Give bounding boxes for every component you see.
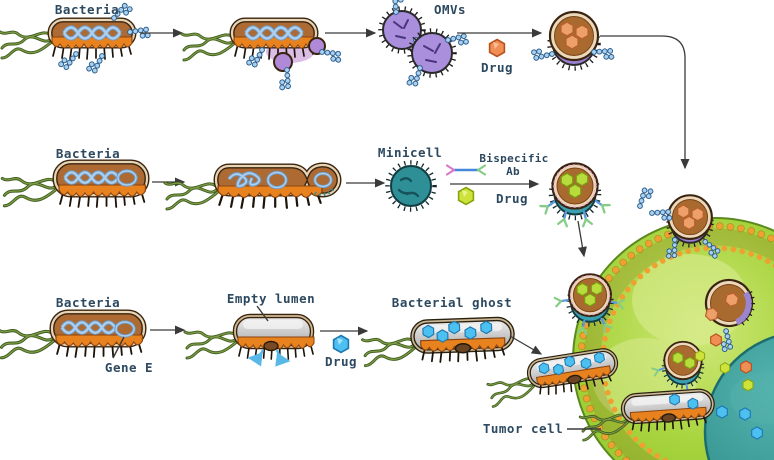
- tumor-cell: [486, 183, 774, 460]
- omv-cluster: [378, 0, 472, 91]
- bacterium-omv-source: [0, 1, 154, 77]
- omv-bud: [273, 52, 293, 72]
- gene-e-pointer: [112, 336, 125, 359]
- minicell: [385, 160, 437, 212]
- omv-membrane-arc: [735, 291, 752, 326]
- internalized-omv: [704, 278, 755, 355]
- route-omv-to-cell: [600, 35, 690, 170]
- loaded-minicell: [539, 162, 611, 228]
- drug-icon-ghost: [332, 334, 350, 354]
- label-omvs: OMVs: [434, 2, 466, 17]
- docked-minicell: [553, 273, 626, 336]
- arrow-ghost-to-cell: [509, 335, 543, 355]
- label-tumor-cell: Tumor cell: [483, 421, 563, 436]
- lysis-tunnel: [263, 340, 279, 352]
- minicell-fringe: [314, 188, 335, 197]
- arrow-minicell-to-cell: [577, 220, 587, 258]
- ghost-pathway: [0, 305, 543, 368]
- label-bacteria-row3: Bacteria: [56, 295, 120, 310]
- label-empty-lumen: Empty lumen: [227, 291, 315, 306]
- label-bacterial-ghost: Bacterial ghost: [392, 295, 512, 310]
- omv-vesicle: [378, 0, 437, 59]
- docked-omv: [661, 194, 723, 263]
- loaded-omv: [528, 10, 618, 71]
- bacterium-empty-lumen: [183, 313, 315, 367]
- drug-icon-minicell: [457, 186, 475, 206]
- label-gene-e: Gene E: [105, 360, 153, 375]
- bacterium-omv-budding: [180, 17, 346, 94]
- label-drug-row2: Drug: [496, 191, 528, 206]
- bacterial-ghost: [361, 319, 513, 368]
- bacterium-minicell-source: [0, 159, 150, 208]
- bispecific-antibody-icon: [445, 164, 487, 176]
- drug-highlight: [493, 42, 499, 49]
- empty-lumen-pointer: [256, 305, 269, 322]
- bacterium-dividing: [163, 162, 342, 211]
- omv-pathway: [0, 0, 690, 170]
- label-bacteria-row1: Bacteria: [55, 2, 119, 17]
- omv-vesicle: [402, 27, 472, 91]
- minicell-pathway: [0, 159, 611, 258]
- label-bispecific: Bispecific: [479, 152, 548, 165]
- label-drug-row1: Drug: [481, 60, 513, 75]
- bacterium-ghost-source: [0, 309, 147, 360]
- expulsion-arrow: [275, 349, 291, 367]
- expulsion-arrow: [247, 349, 265, 367]
- drug-icon-omv: [488, 38, 506, 58]
- label-ab: Ab: [506, 165, 520, 178]
- label-bacteria-row2: Bacteria: [56, 146, 120, 161]
- label-minicell: Minicell: [378, 145, 442, 160]
- label-drug-row3: Drug: [325, 354, 357, 369]
